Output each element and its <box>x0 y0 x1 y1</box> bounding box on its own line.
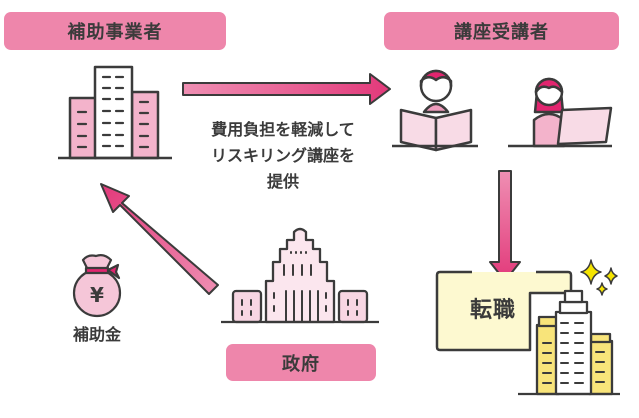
flow-description-line-1: 費用負担を軽減して <box>211 120 355 139</box>
label-subsidized-business: 補助事業者 <box>4 12 226 50</box>
label-government: 政府 <box>226 344 376 381</box>
label-course-participants: 講座受講者 <box>384 12 619 50</box>
sparkle-icon <box>580 259 618 296</box>
label-course-participants-text: 講座受講者 <box>454 22 549 43</box>
government-building-icon <box>221 227 379 324</box>
flow-description-line-2: リスキリング講座を <box>210 146 355 165</box>
outcome-box <box>435 270 573 352</box>
person-reading-icon <box>392 69 478 152</box>
subsidy-label: 補助金 <box>72 325 121 344</box>
city-buildings-icon <box>518 289 620 396</box>
flow-description: 費用負担を軽減して リスキリング講座を 提供 <box>183 117 383 195</box>
svg-text:¥: ¥ <box>90 283 104 307</box>
label-subsidized-business-text: 補助事業者 <box>67 22 163 43</box>
flow-description-line-3: 提供 <box>266 172 299 191</box>
arrow-down-icon <box>489 170 521 282</box>
money-bag-icon: ¥ <box>72 254 122 318</box>
label-government-text: 政府 <box>282 353 320 375</box>
arrow-right-icon <box>182 73 391 105</box>
arrow-diagonal-icon <box>100 183 219 295</box>
person-laptop-icon <box>508 77 613 148</box>
office-building-icon <box>58 65 172 160</box>
outcome-label: 転職 <box>470 298 517 323</box>
